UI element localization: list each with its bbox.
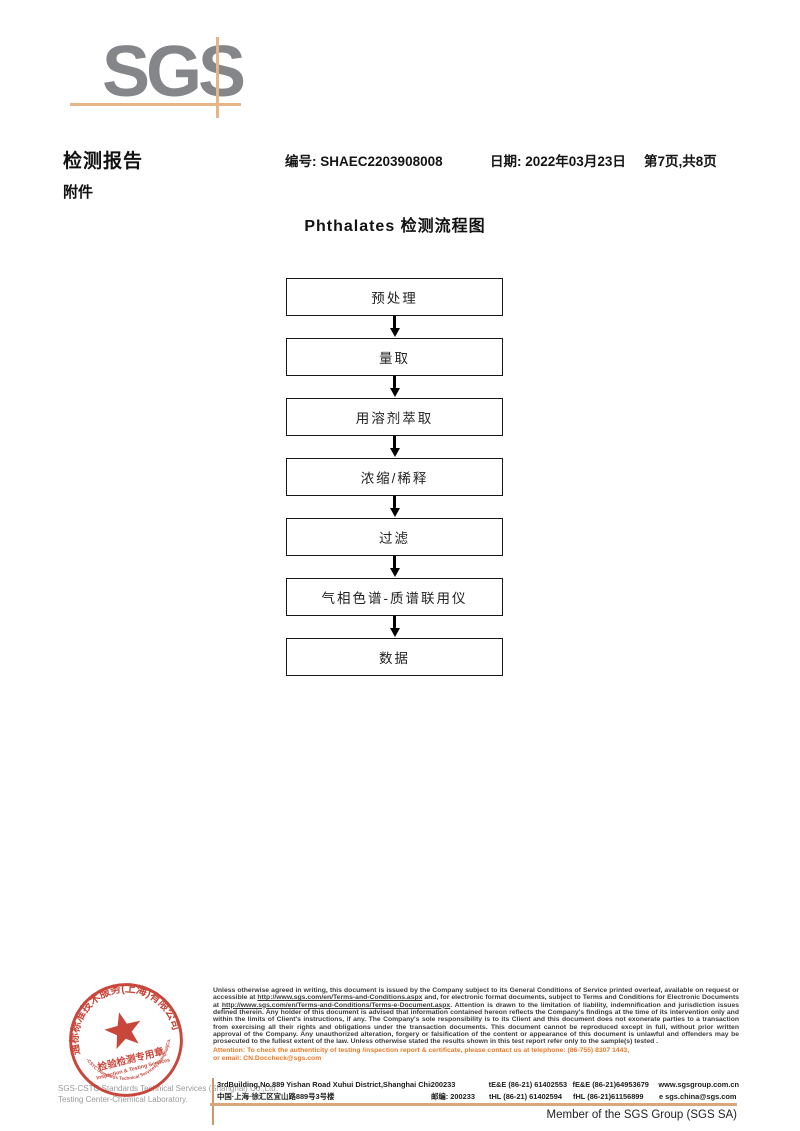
- attention-line-1: Attention: To check the authenticity of …: [213, 1047, 630, 1055]
- arrow-down-icon: [286, 556, 503, 578]
- fax: fHL (86-21)61156899: [573, 1092, 644, 1101]
- arrow-down-icon: [286, 316, 503, 338]
- address-row: 中国·上海·徐汇区宜山路889号3号楼 邮编: 200233 tHL (86-2…: [217, 1091, 739, 1103]
- flowchart-box: 数据: [286, 638, 503, 676]
- postal-code: 200233: [430, 1080, 456, 1089]
- flowchart-box: 气相色谱-质谱联用仪: [286, 578, 503, 616]
- arrow-head: [389, 388, 400, 397]
- company-name-block: SGS-CSTC Standards Technical Services (S…: [58, 1083, 278, 1105]
- arrow-stem: [393, 376, 396, 388]
- telephone: tE&E (86-21) 61402553: [488, 1080, 568, 1089]
- arrow-head: [389, 448, 400, 457]
- arrow-down-icon: [286, 436, 503, 458]
- arrow-stem: [393, 496, 396, 508]
- report-date: 日期: 2022年03月23日: [490, 150, 626, 170]
- address-block: 3rdBuilding,No.889 Yishan Road Xuhui Dis…: [217, 1079, 739, 1103]
- flowchart-box: 用溶剂萃取: [286, 398, 503, 436]
- fax: fE&E (86-21)64953679: [572, 1080, 649, 1089]
- legal-text: Unless otherwise agreed in writing, this…: [213, 987, 739, 1046]
- flowchart-step: 数据: [286, 638, 503, 676]
- logo-crosshair-vertical-line: [216, 37, 219, 118]
- sgs-logo: SGS: [102, 32, 246, 112]
- legal-text-segment: . Attention is drawn to the limitation o…: [213, 1001, 739, 1046]
- sgs-group-member-text: Member of the SGS Group (SGS SA): [546, 1109, 737, 1121]
- arrow-down-icon: [286, 376, 503, 398]
- report-number-label: 编号:: [285, 154, 317, 169]
- arrow-head: [389, 628, 400, 637]
- website-or-email: www.sgsgroup.com.cn: [658, 1080, 739, 1089]
- company-name-line2: Testing Center-Chemical Laboratory.: [58, 1095, 188, 1104]
- footer-crosshair-horizontal-line: [210, 1103, 737, 1106]
- flowchart-box: 预处理: [286, 278, 503, 316]
- telephone: tHL (86-21) 61402594: [489, 1092, 562, 1101]
- arrow-head: [389, 328, 400, 337]
- footer-crosshair-vertical-line: [212, 1078, 214, 1125]
- address-text: 3rdBuilding,No.889 Yishan Road Xuhui Dis…: [217, 1080, 431, 1089]
- legal-text-segment[interactable]: http://www.sgs.com/en/Terms-and-Conditio…: [257, 994, 423, 1002]
- legal-text-segment: Unless otherwise agreed in writing, this…: [213, 987, 739, 1002]
- legal-text-segment[interactable]: http://www.sgs.com/en/Terms-and-Conditio…: [221, 1001, 451, 1009]
- flowchart-box: 过滤: [286, 518, 503, 556]
- address-text: 中国·上海·徐汇区宜山路889号3号楼: [217, 1092, 335, 1101]
- flowchart-title: Phthalates 检测流程图: [304, 218, 486, 235]
- arrow-stem: [393, 316, 396, 328]
- flowchart-step: 浓缩/稀释: [286, 458, 503, 518]
- page-indicator: 第7页,共8页: [644, 154, 717, 169]
- flowchart-step: 气相色谱-质谱联用仪: [286, 578, 503, 638]
- stamp-ring: [69, 983, 183, 1097]
- arrow-head: [389, 568, 400, 577]
- arrow-head: [389, 508, 400, 517]
- logo-crosshair-horizontal-line: [70, 103, 241, 106]
- website-or-email: e sgs.china@sgs.com: [659, 1092, 737, 1101]
- flowchart-step: 用溶剂萃取: [286, 398, 503, 458]
- attention-line-2: or email: CN.Doccheck@sgs.com: [213, 1054, 322, 1062]
- attachment-label: 附件: [63, 184, 94, 201]
- legal-text-segment: and, for electronic format documents, su…: [213, 994, 739, 1009]
- stamp-star-icon: [104, 1012, 141, 1050]
- flowchart: 预处理 量取 用溶剂萃取 浓缩/稀释: [286, 278, 503, 676]
- flowchart-box: 量取: [286, 338, 503, 376]
- arrow-down-icon: [286, 616, 503, 638]
- flowchart-box: 浓缩/稀释: [286, 458, 503, 496]
- flowchart-step: 过滤: [286, 518, 503, 578]
- report-number-value: SHAEC2203908008: [320, 154, 443, 169]
- flowchart-step: 量取: [286, 338, 503, 398]
- arrow-stem: [393, 616, 396, 628]
- report-date-value: 2022年03月23日: [525, 154, 626, 169]
- arrow-down-icon: [286, 496, 503, 518]
- company-name-line1: SGS-CSTC Standards Technical Services (S…: [58, 1084, 278, 1093]
- arrow-stem: [393, 556, 396, 568]
- flowchart-step: 预处理: [286, 278, 503, 338]
- address-row: 3rdBuilding,No.889 Yishan Road Xuhui Dis…: [217, 1079, 739, 1091]
- arrow-stem: [393, 436, 396, 448]
- report-title: 检测报告: [63, 151, 144, 172]
- postal-code: 邮编: 200233: [431, 1092, 475, 1101]
- report-date-label: 日期:: [490, 154, 522, 169]
- footer-text-block: Unless otherwise agreed in writing, this…: [213, 987, 739, 1062]
- report-number: 编号: SHAEC2203908008: [285, 150, 443, 170]
